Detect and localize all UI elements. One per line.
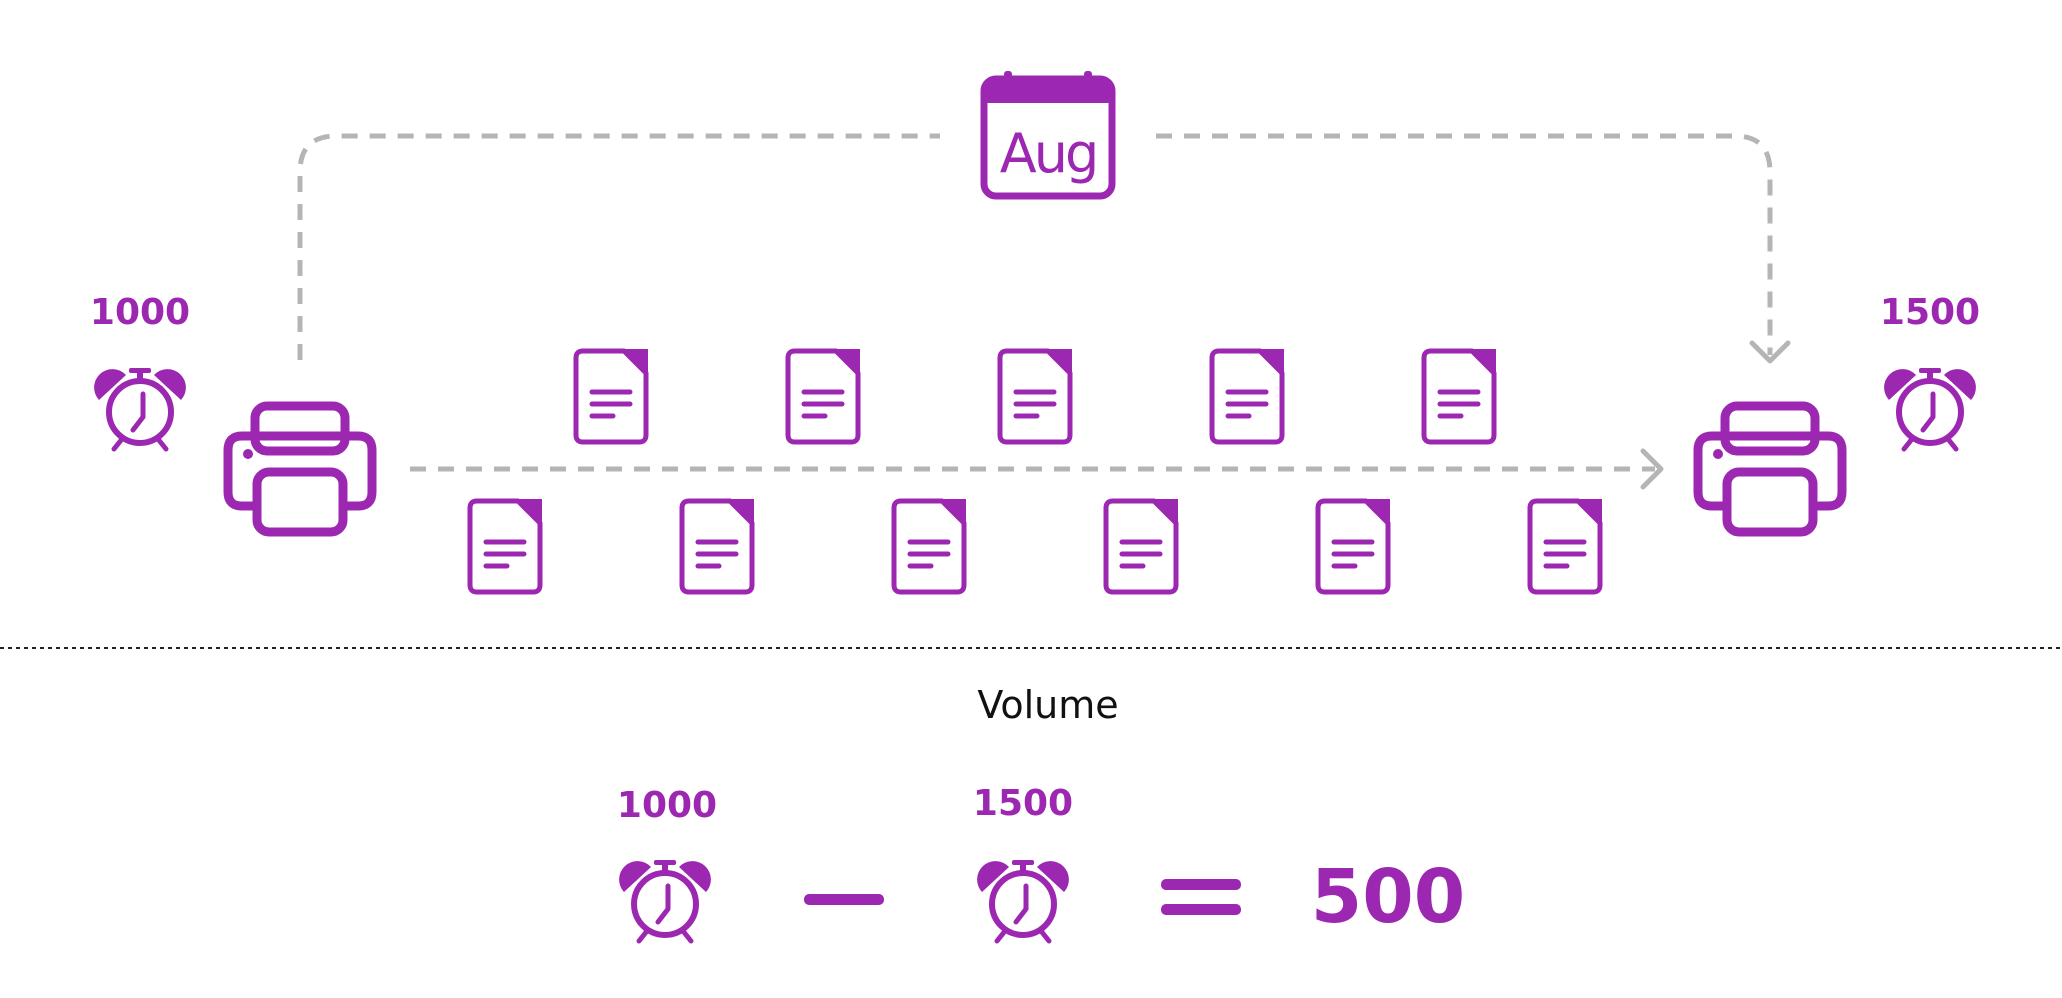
document-icon [894, 499, 966, 592]
document-icon [788, 349, 860, 442]
left-printer-count: 1000 [90, 292, 190, 333]
document-icon [576, 349, 648, 442]
equation-left-alarm-clock-icon [619, 860, 711, 941]
equation-right-value: 1500 [973, 783, 1073, 824]
calendar-icon: Aug [980, 71, 1116, 200]
volume-caption: Volume [977, 683, 1118, 727]
document-icon [1424, 349, 1496, 442]
minus-sign [804, 894, 884, 905]
document-icon [1000, 349, 1072, 442]
connector-calendar-right [1156, 133, 1773, 355]
right-alarm-clock-icon [1884, 368, 1976, 449]
arrowhead-down [1749, 340, 1791, 364]
document-icon [470, 499, 542, 592]
equation-left-value: 1000 [617, 785, 717, 826]
equals-sign-bottom [1161, 904, 1241, 915]
right-printer-icon [1698, 406, 1842, 532]
right-printer-count: 1500 [1880, 292, 1980, 333]
left-alarm-clock-icon [94, 368, 186, 449]
document-icon [1318, 499, 1390, 592]
document-icon [1530, 499, 1602, 592]
document-icon [1106, 499, 1178, 592]
connector-calendar-left [297, 133, 940, 360]
calendar-month-label: Aug [1000, 122, 1096, 185]
document-icon [1212, 349, 1284, 442]
left-printer-icon [228, 406, 372, 532]
document-icon [682, 499, 754, 592]
arrowhead-right [1640, 448, 1664, 490]
equals-sign-top [1161, 879, 1241, 890]
equation-right-alarm-clock-icon [977, 860, 1069, 941]
equation-result: 500 [1311, 854, 1465, 940]
